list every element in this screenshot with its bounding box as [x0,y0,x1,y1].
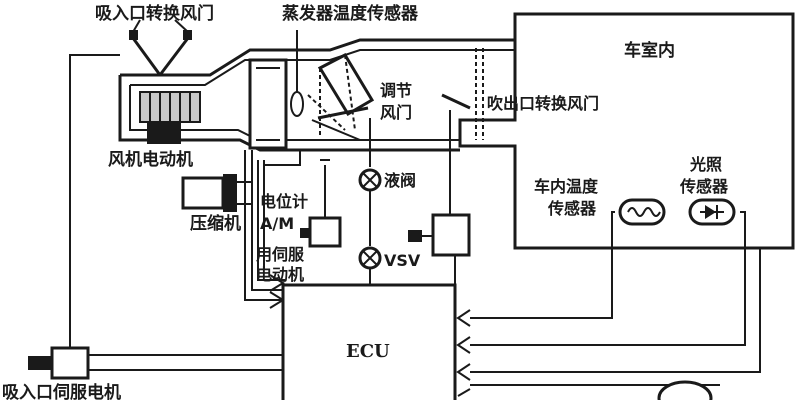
am-servo-icon [308,216,342,248]
label-servo-2: 电动机 [256,265,304,284]
control-bundle [244,150,301,301]
outlet-damper-icon [441,93,471,110]
outlet-servo-icon [431,213,471,257]
evaporator-sensor-icon [290,91,304,117]
sensor-wires [470,211,746,346]
cabin-outline [458,12,795,250]
label-vsv: VSV [384,251,421,270]
compressor-icon [181,174,252,212]
label-cabin-temp-2: 传感器 [547,199,597,218]
label-compressor: 压缩机 [190,213,241,234]
label-blower-motor: 风机电动机 [108,149,193,170]
label-cabin: 车室内 [624,40,675,61]
label-outlet-damper: 吹出口转换风门 [487,94,599,113]
intake-damper-icon [129,19,192,76]
intake-servo-icon [50,346,90,380]
label-cabin-temp-1: 车内温度 [534,177,599,196]
heater-core-icon [307,53,375,141]
label-intake-damper: 吸入口转换风门 [95,3,214,24]
blower-fan-icon [139,91,201,123]
label-intake-servo: 吸入口伺服电机 [2,382,121,400]
blower-motor-icon [147,122,181,144]
label-sun-1: 光照 [689,155,722,174]
cabin-temp-sensor-icon [618,198,666,226]
label-servo-1: 用伺服 [256,245,305,264]
label-blend-door-1: 调节 [380,81,412,100]
blend-door-icon [317,106,369,120]
label-sun-2: 传感器 [679,177,729,196]
label-ecu: ECU [346,341,390,362]
label-liquid-valve: 液阀 [384,171,416,190]
label-potentiometer-1: 电位计 [260,192,308,211]
air-duct [118,38,515,152]
evaporator-icon [248,58,288,150]
extra-sensor-icon [657,380,713,400]
label-blend-door-2: 风门 [380,103,412,122]
label-potentiometer-2: A/M [260,214,294,233]
sun-sensor-icon [688,198,736,226]
label-evaporator-sensor: 蒸发器温度传感器 [282,3,419,24]
ecu-box [281,283,457,400]
